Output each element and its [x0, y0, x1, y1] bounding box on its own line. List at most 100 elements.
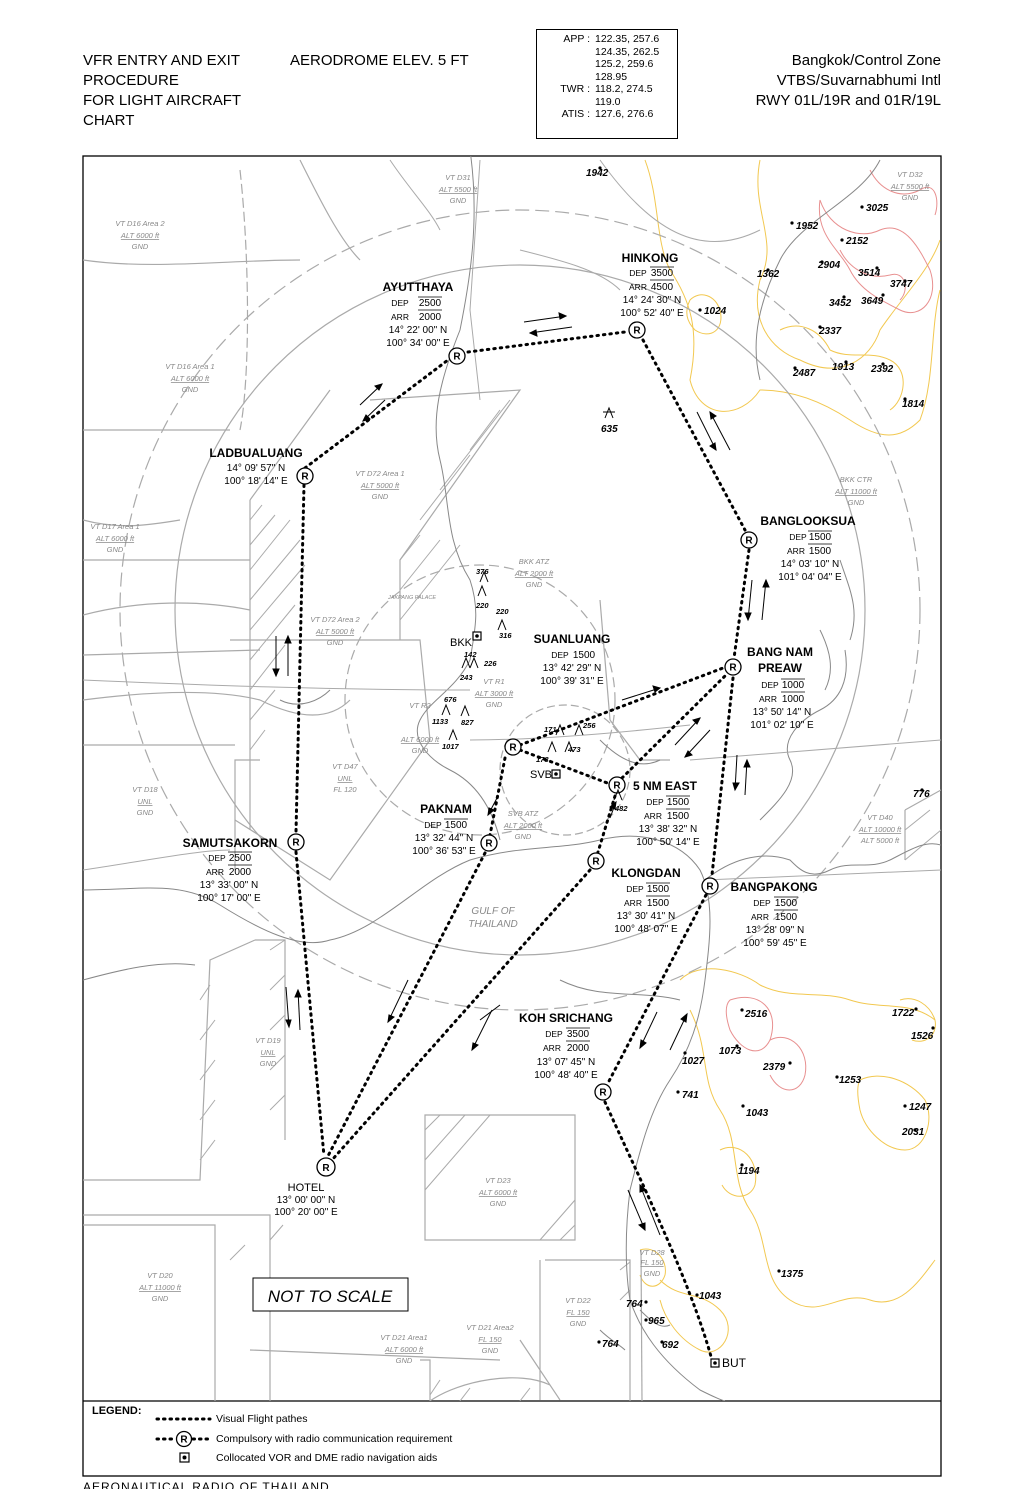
control-zone-circles [119, 209, 921, 1011]
waypoint-lon: 100° 36' 53" E [412, 846, 476, 857]
elevation-label: 1375 [781, 1269, 804, 1280]
waypoint-name: AYUTTHAYA [383, 280, 454, 294]
obstacle-icon [497, 618, 507, 631]
waypoint-lon: 100° 39' 31" E [540, 676, 604, 687]
waypoint-lon: 100° 18' 14" E [224, 476, 288, 487]
route-suanluang-fivenmeast [518, 748, 612, 786]
vor-bkk-icon[interactable] [472, 631, 482, 641]
location-line: VTBS/Suvarnabhumi Intl [776, 72, 941, 89]
obstacle-icon [441, 703, 451, 716]
elevation-label: 692 [662, 1340, 679, 1351]
rp-ayutthaya[interactable]: R [448, 347, 466, 365]
airspace-name: VT D47 [332, 762, 358, 771]
vor-but-label: BUT [722, 1356, 747, 1370]
rp-klongdan[interactable]: R [587, 852, 605, 870]
elevation-label: 220 [475, 601, 489, 610]
airspace-upper: UNL [337, 774, 352, 783]
elevation-label: 1073 [719, 1046, 742, 1057]
vor-bkk-label: BKK [450, 637, 473, 649]
dep-value: 1000 [782, 680, 805, 691]
route-suanluang-bangnampreaw [518, 666, 725, 747]
waypoint-lon: 101° 04' 04" E [778, 572, 842, 583]
airspace-name: VT D28 [639, 1248, 665, 1257]
airspace-upper: FL 150 [566, 1308, 590, 1317]
route-ayutthaya-hinkong [466, 330, 627, 354]
waypoint-paknam: PAKNAM DEP 1500 13° 32' 44" N 100° 36' 5… [412, 802, 476, 857]
frequency-row: TWR :118.2, 274.5 [537, 83, 677, 96]
dep-value: 2500 [229, 853, 252, 864]
dep-value: 1500 [445, 820, 468, 831]
airspace-lower: GND [132, 242, 149, 251]
elevation-label: 764 [602, 1339, 619, 1350]
obstacle-icon [547, 740, 557, 753]
rp-ladbualuang[interactable]: R [296, 467, 314, 485]
airspace-upper: ALT 11000 ft [138, 1283, 182, 1292]
rp-fivenmeast[interactable]: R [608, 776, 626, 794]
airspace-upper: UNL [260, 1048, 275, 1057]
waypoint-name: KLONGDAN [611, 866, 680, 880]
airspace-name: VT D72 Area 1 [355, 469, 404, 478]
rp-bangnampreaw[interactable]: R [724, 658, 742, 676]
elevation-label: 965 [648, 1316, 665, 1327]
dep-value: 1500 [809, 532, 832, 543]
waypoint-lon: 100° 34' 00" E [386, 338, 450, 349]
airspace-upper: UNL [137, 797, 152, 806]
vor-svb-icon[interactable] [551, 769, 561, 779]
waypoint-lon: 100° 59' 45" E [743, 938, 807, 949]
chart-title-line: PROCEDURE [83, 72, 179, 89]
airspace-name: VT D40 [867, 813, 893, 822]
route-ladbualuang-ayutthaya [303, 358, 450, 470]
elevation-label: 827 [461, 718, 474, 727]
airspace-lower: GND [526, 580, 543, 589]
legend-vor-text: Collocated VOR and DME radio navigation … [216, 1452, 438, 1464]
airspace-upper: ALT 3000 ft [474, 689, 514, 698]
rp-label: R [592, 857, 600, 868]
elevation-label: 243 [459, 673, 473, 682]
airspace-upper: ALT 5000 ft [360, 481, 400, 490]
elevation-label: 1043 [746, 1108, 769, 1119]
waypoint-lon: 100° 48' 40" E [534, 1070, 598, 1081]
rp-samutsakorn[interactable]: R [287, 833, 305, 851]
freq-value: 127.6, 276.6 [595, 108, 654, 120]
freq-value: 128.95 [595, 70, 628, 83]
airspace-name: VT D21 Area1 [380, 1333, 427, 1342]
freq-value: 122.35, 257.6 [595, 33, 660, 45]
rp-hinkong[interactable]: R [628, 321, 646, 339]
vor-but-icon[interactable] [710, 1358, 720, 1368]
airspace-name: VT D16 Area 1 [165, 362, 214, 371]
chart-title-line: FOR LIGHT AIRCRAFT [83, 92, 242, 109]
rp-banglooksua[interactable]: R [740, 531, 758, 549]
elevation-label: 3747 [890, 279, 913, 290]
frequency-row: APP :122.35, 257.6 [537, 33, 677, 46]
elevation-label: 1133 [432, 717, 449, 726]
rp-label: R [301, 472, 309, 483]
elevation-label: 2516 [744, 1009, 768, 1020]
obstacle-icon [613, 788, 623, 801]
route-samutsakorn-hotel [294, 850, 326, 1158]
airspace-lower: GND [644, 1269, 661, 1278]
airspace-name: VT D16 Area 2 [115, 219, 165, 228]
frequency-row: ATIS :127.6, 276.6 [537, 108, 677, 121]
roads [83, 159, 941, 881]
obstacle-icons [441, 406, 623, 801]
airspace-name: SVB ATZ [508, 809, 539, 818]
rp-label: R [613, 781, 621, 792]
arr-label: ARR [629, 282, 647, 292]
waypoint-ladbualuang: LADBUALUANG 14° 09' 57" N 100° 18' 14" E [209, 446, 302, 487]
legend-title: LEGEND: [92, 1405, 142, 1417]
waypoint-ayutthaya: AYUTTHAYA DEP 2500 ARR 2000 14° 22' 00" … [383, 280, 454, 349]
rp-bangpakong[interactable]: R [701, 877, 719, 895]
waypoint-lat: 13° 07' 45" N [537, 1057, 595, 1068]
rp-paknam[interactable]: R [480, 834, 498, 852]
rp-hotel[interactable]: R [316, 1157, 336, 1177]
rp-suanluang[interactable]: R [504, 738, 522, 756]
dep-value: 3500 [567, 1029, 590, 1040]
elevation-label: 776 [913, 789, 930, 800]
elevation-label: 316 [499, 631, 512, 640]
legend-visual-text: Visual Flight pathes [216, 1413, 308, 1425]
arr-value: 1500 [775, 912, 798, 923]
rp-kohsrichang[interactable]: R [594, 1083, 612, 1101]
